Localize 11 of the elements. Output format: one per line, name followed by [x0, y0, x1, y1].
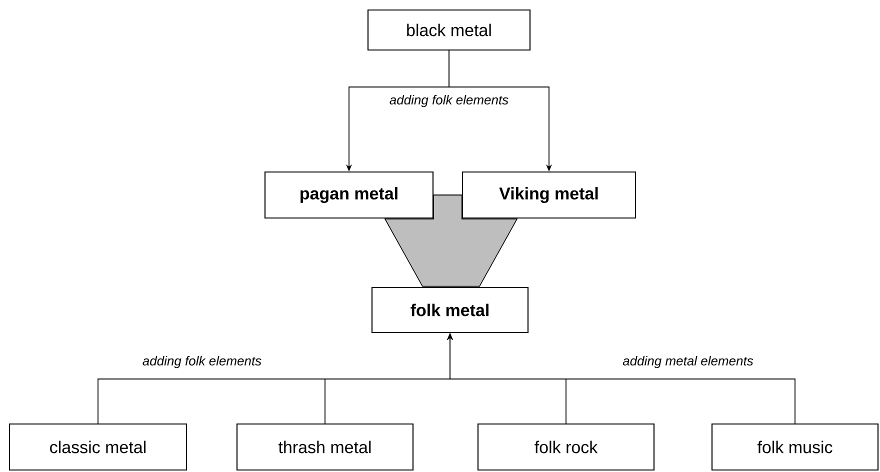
genre-box: Viking metal	[462, 171, 636, 219]
edge-label: adding folk elements	[142, 356, 262, 368]
edge-label: adding folk elements	[390, 94, 508, 108]
genre-box: black metal	[367, 9, 531, 51]
genre-box: folk rock	[477, 423, 655, 471]
genre-box: folk music	[711, 423, 879, 471]
genre-box: classic metal	[8, 423, 188, 471]
genre-box: pagan metal	[264, 171, 434, 219]
edge-label: adding metal elements	[622, 356, 754, 368]
genre-box: thrash metal	[236, 423, 414, 471]
genre-box: folk metal	[371, 286, 529, 334]
